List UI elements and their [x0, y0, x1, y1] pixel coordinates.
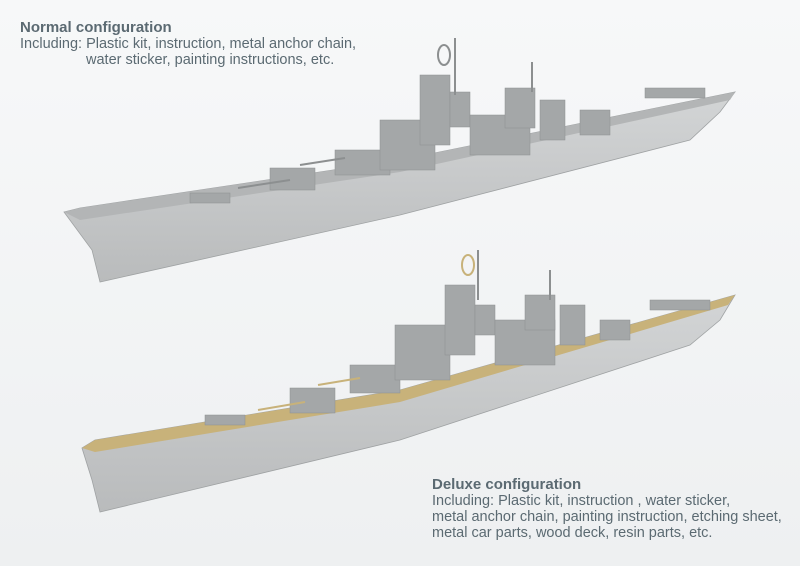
deluxe-contents-line-3: metal car parts, wood deck, resin parts,…: [432, 525, 713, 541]
deluxe-configuration-caption: Deluxe configuration Including: Plastic …: [432, 476, 782, 542]
normal-contents-line-1: Including: Plastic kit, instruction, met…: [20, 36, 357, 52]
deluxe-contents-line-1: Including: Plastic kit, instruction , wa…: [432, 493, 731, 509]
normal-configuration-title: Normal configuration: [20, 19, 172, 36]
deluxe-ship-model: [81, 250, 736, 513]
normal-contents-line-2: water sticker, painting instructions, et…: [86, 52, 335, 68]
normal-ship-model: [63, 38, 736, 283]
deluxe-contents-line-2: metal anchor chain, painting instruction…: [432, 509, 782, 525]
normal-configuration-caption: Normal configuration Including: Plastic …: [20, 19, 357, 69]
deluxe-configuration-title: Deluxe configuration: [432, 476, 582, 493]
